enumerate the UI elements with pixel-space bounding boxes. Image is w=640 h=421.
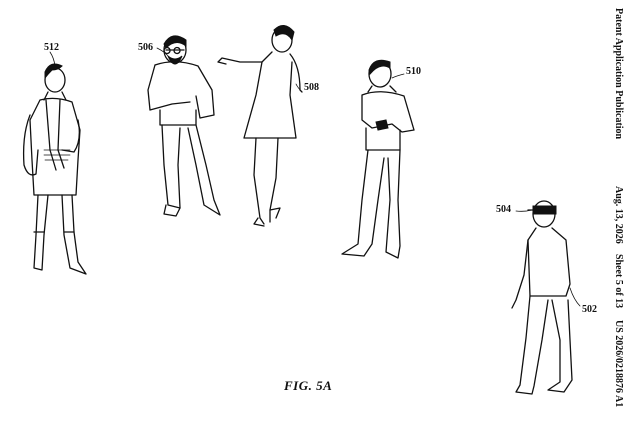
label-508: 508 <box>304 82 319 93</box>
leader-lines <box>49 47 581 307</box>
label-510: 510 <box>406 66 421 77</box>
header-publication: Patent Application Publication <box>613 8 624 140</box>
person-502-figure <box>511 200 573 395</box>
header-date: Aug. 13, 2026 <box>613 186 624 244</box>
label-512: 512 <box>44 42 59 53</box>
person-512-figure <box>22 63 87 275</box>
patent-header: Patent Application Publication Aug. 13, … <box>608 8 628 408</box>
label-502: 502 <box>582 304 597 315</box>
label-504: 504 <box>496 204 511 215</box>
label-506: 506 <box>138 42 153 53</box>
person-506-figure <box>147 35 221 217</box>
header-sheet: Sheet 5 of 13 <box>613 254 624 309</box>
person-508-figure <box>217 25 303 227</box>
person-510-figure <box>341 59 415 259</box>
figure-caption: FIG. 5A <box>284 378 333 393</box>
header-number: US 2026/0218876 A1 <box>613 320 624 408</box>
